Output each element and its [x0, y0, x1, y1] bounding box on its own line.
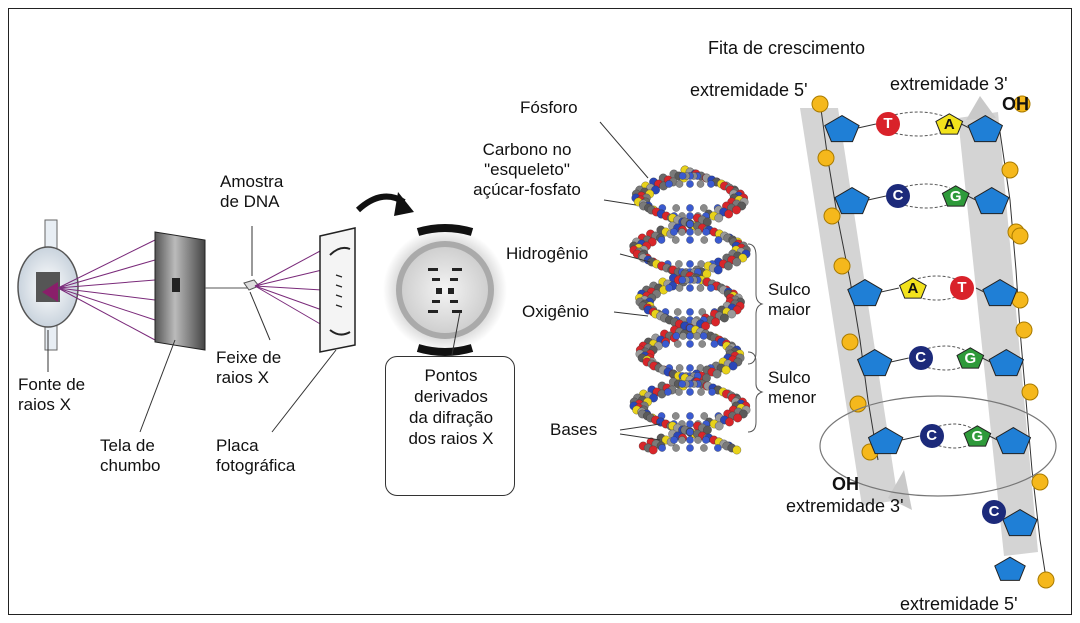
- diffracted-beams: [254, 249, 323, 326]
- lead-screen-icon: [154, 231, 206, 351]
- leader-lines-helix: [599, 121, 661, 441]
- label-minor-groove: Sulco menor: [768, 368, 817, 407]
- nucleotide-ladder: [811, 95, 1055, 589]
- label-lead-screen: Tela de chumbo: [100, 436, 161, 475]
- dna-helix-model: [629, 165, 751, 455]
- diffraction-callout: Pontos derivados da difração dos raios X: [385, 356, 515, 496]
- label-3-end-bottom: extremidade 3': [786, 496, 904, 516]
- pontos-leader: [451, 311, 461, 356]
- base-c-icon: C: [908, 346, 933, 370]
- photographic-plate-icon: [319, 227, 356, 353]
- label-oxygen: Oxigênio: [522, 302, 590, 321]
- label-3-end-top: extremidade 3': [890, 74, 1008, 94]
- xray-source-icon: [17, 219, 79, 351]
- curved-arrow-icon: [355, 192, 414, 216]
- label-dna-sample: Amostra de DNA: [220, 172, 284, 211]
- label-bases: Bases: [550, 420, 598, 439]
- xray-beams: [57, 239, 156, 341]
- base-c-unpaired-icon: C: [982, 500, 1006, 524]
- label-5-end-top: extremidade 5': [690, 80, 808, 100]
- label-xray-source: Fonte de raios X: [18, 375, 86, 414]
- label-5-end-bottom: extremidade 5': [900, 594, 1018, 614]
- base-c-icon: C: [919, 424, 944, 448]
- label-phosphorus: Fósforo: [520, 98, 578, 117]
- label-carbon-backbone: Carbono no "esqueleto" açúcar-fosfato: [473, 140, 581, 199]
- label-oh-top: OH: [1002, 94, 1029, 114]
- label-oh-bottom: OH: [832, 474, 859, 494]
- base-g-icon: G: [964, 350, 977, 367]
- label-diffraction-points: Pontos derivados da difração dos raios X: [408, 366, 494, 448]
- leader-lines-left: [47, 226, 337, 433]
- label-hydrogen: Hidrogênio: [506, 244, 589, 263]
- diffraction-pattern-image: [383, 224, 507, 356]
- base-c-icon: C: [886, 184, 911, 208]
- label-xray-beam: Feixe de raios X: [216, 348, 282, 387]
- base-g-icon: G: [971, 428, 984, 445]
- base-g-icon: G: [949, 188, 962, 205]
- figure-frame: [8, 8, 1072, 615]
- base-t-icon: T: [875, 112, 900, 136]
- highlight-ellipse: [819, 395, 1057, 497]
- label-growing-strand: Fita de crescimento: [708, 38, 866, 58]
- base-a-icon: A: [943, 116, 955, 133]
- base-a-icon: A: [907, 280, 919, 297]
- label-major-groove: Sulco maior: [768, 280, 811, 319]
- groove-braces: [747, 243, 764, 433]
- label-photo-plate: Placa fotográfica: [216, 436, 296, 475]
- base-t-icon: T: [950, 276, 975, 300]
